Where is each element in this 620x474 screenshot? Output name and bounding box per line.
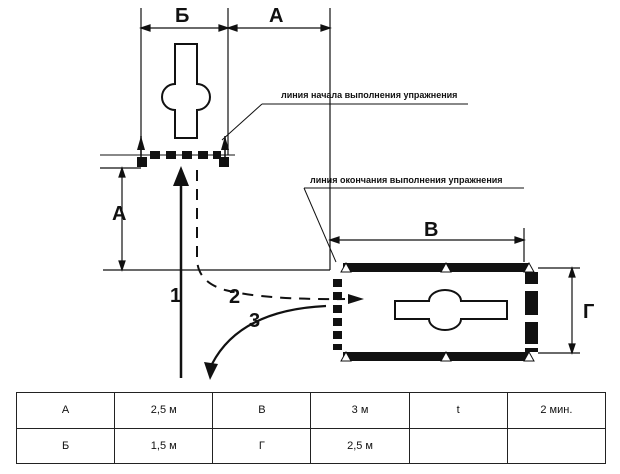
table-cell: 2,5 м [114,392,214,429]
path-label-1: 1 [170,285,181,307]
table-cell: 2,5 м [310,427,410,464]
dimension-label-v: В [424,219,438,241]
table-cell: А [15,392,116,429]
dimension-label-a-top: А [269,5,283,27]
table-cell: В [212,392,312,429]
table-cell: Г [212,427,312,464]
start-line-label: линия начала выполнения упражнения [281,90,457,100]
path-1-arrow [173,166,189,378]
top-dimensions [139,8,332,270]
path-2-arrow [196,170,364,304]
table-cell [506,427,607,464]
table-cell: 3 м [310,392,410,429]
table-cell [408,427,508,464]
path-3-arrow [204,304,327,380]
left-dimension [100,166,141,272]
table-row: А 2,5 м В 3 м t 2 мин. [15,392,607,429]
parked-car [394,289,508,331]
path-label-2: 2 [229,286,240,308]
parking-box [333,261,538,362]
parameters-table: А 2,5 м В 3 м t 2 мин. Б 1,5 м Г 2,5 м [15,392,607,464]
table-cell: t [408,392,508,429]
dimension-label-b: Б [175,5,189,27]
start-line [100,136,235,167]
start-car [161,43,211,139]
end-line-leader [303,187,524,263]
box-right-dimension [538,266,580,355]
path-label-3: 3 [249,310,260,332]
start-line-leader [221,103,468,141]
table-row: Б 1,5 м Г 2,5 м [15,427,607,464]
end-line-label: линия окончания выполнения упражнения [310,175,503,185]
dimension-label-g: Г [583,301,594,323]
table-cell: Б [15,427,116,464]
table-cell: 2 мин. [506,392,607,429]
dimension-label-a-left: А [112,203,126,225]
box-top-dimension [328,228,526,262]
table-cell: 1,5 м [114,427,214,464]
